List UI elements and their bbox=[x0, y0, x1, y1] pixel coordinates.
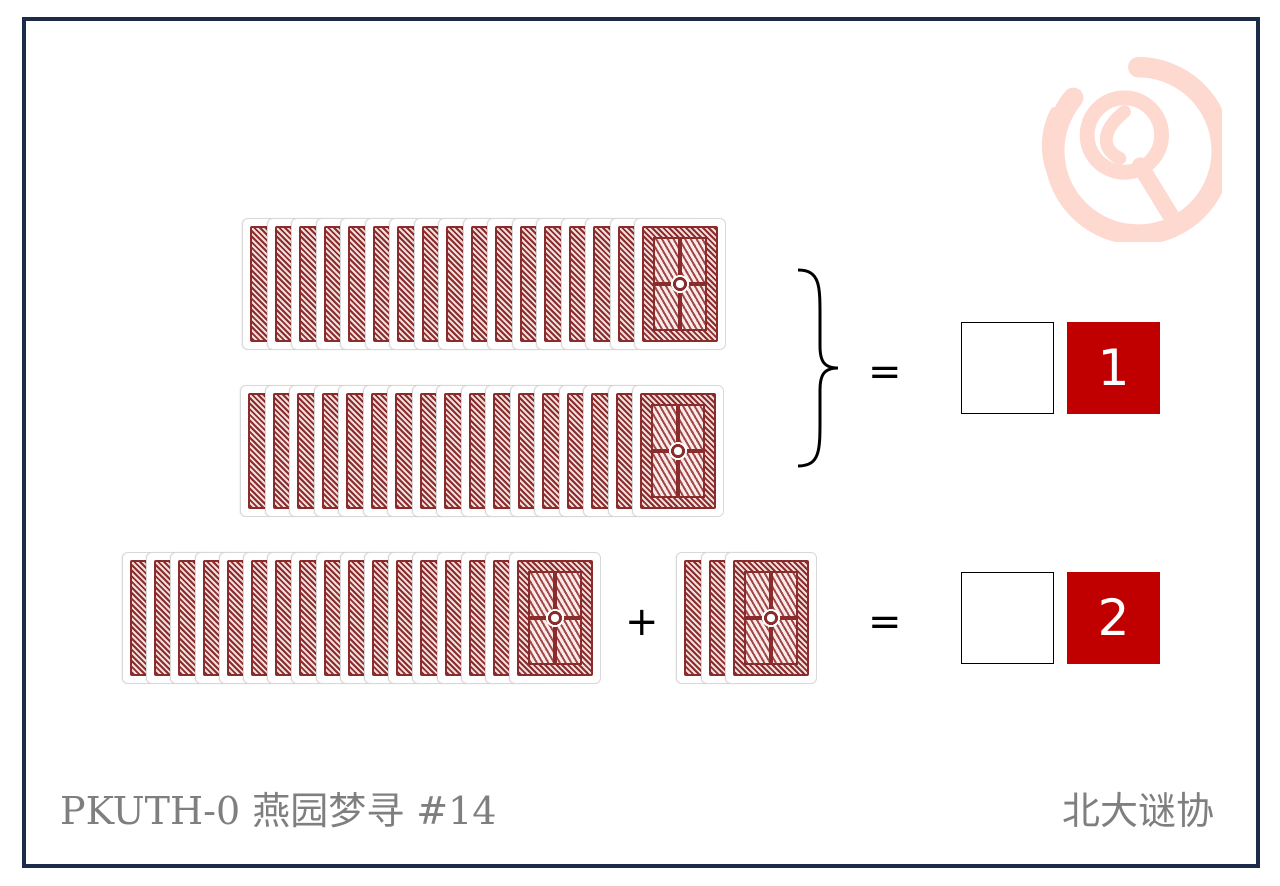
puzzle-title: PKUTH-0 燕园梦寻 #14 bbox=[60, 789, 497, 833]
puzzle-club-logo-icon bbox=[1041, 56, 1222, 242]
card-back-medallion bbox=[528, 571, 583, 665]
organization-name: 北大谜协 bbox=[1061, 789, 1214, 833]
playing-card-back bbox=[509, 552, 602, 684]
answer-index-box-1: 1 bbox=[1067, 322, 1160, 414]
card-back-pattern bbox=[733, 560, 809, 676]
equals-sign-2: = bbox=[868, 599, 902, 645]
card-back-pattern bbox=[517, 560, 594, 676]
curly-brace-icon bbox=[797, 268, 839, 468]
card-back-pattern bbox=[640, 393, 716, 509]
plus-sign: + bbox=[625, 599, 659, 645]
playing-card-back bbox=[632, 385, 724, 517]
card-back-medallion bbox=[653, 237, 707, 331]
card-back-medallion bbox=[744, 571, 798, 665]
card-back-medallion bbox=[651, 404, 705, 498]
playing-card-back bbox=[634, 218, 726, 350]
equals-sign-1: = bbox=[868, 349, 902, 395]
answer-blank-box-1[interactable] bbox=[961, 322, 1054, 414]
answer-blank-box-2[interactable] bbox=[961, 572, 1054, 664]
puzzle-frame bbox=[22, 17, 1260, 868]
answer-index-box-2: 2 bbox=[1067, 572, 1160, 664]
playing-card-back bbox=[725, 552, 817, 684]
card-back-pattern bbox=[642, 226, 718, 342]
